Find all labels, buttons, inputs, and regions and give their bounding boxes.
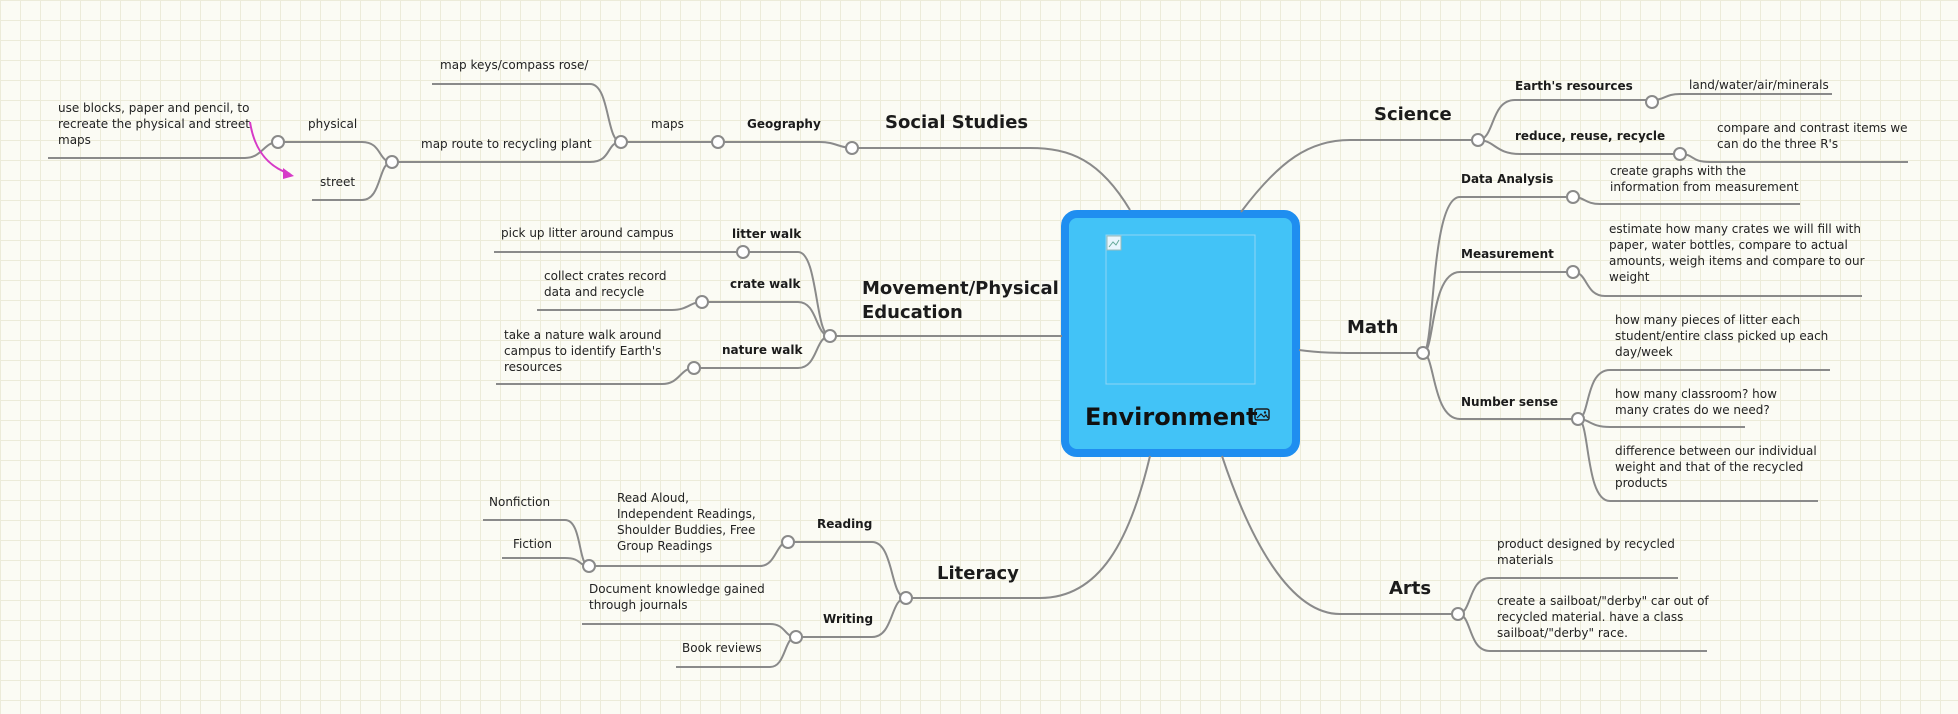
nonfiction-leaf: Nonfiction: [489, 495, 550, 509]
reading-label: Reading: [817, 517, 872, 531]
center-image-placeholder: [1105, 234, 1256, 385]
maps-label: maps: [651, 117, 684, 131]
science-knob[interactable]: [1471, 133, 1485, 147]
number-sense-leaf-3: difference between our individual weight…: [1615, 444, 1821, 490]
reading-genre-knob[interactable]: [582, 559, 596, 573]
math-knob[interactable]: [1416, 346, 1430, 360]
number-sense-leaf-1: how many pieces of litter each student/e…: [1615, 313, 1832, 359]
fiction-leaf: Fiction: [513, 537, 552, 551]
litter-walk-knob[interactable]: [736, 245, 750, 259]
measurement-label: Measurement: [1461, 247, 1554, 261]
connector-math: [1298, 349, 1423, 354]
social-studies-knob[interactable]: [845, 141, 859, 155]
earth-resources-label: Earth's resources: [1515, 79, 1633, 93]
nature-walk-label: nature walk: [722, 343, 803, 357]
center-node[interactable]: Environment: [1061, 210, 1300, 457]
connector-science: [1240, 139, 1478, 213]
branch-literacy[interactable]: Literacy Reading Read Aloud, Independent…: [483, 491, 1019, 668]
crate-walk-leaf: collect crates record data and recycle: [544, 269, 670, 299]
maps-knob[interactable]: [614, 135, 628, 149]
litter-walk-label: litter walk: [732, 227, 802, 241]
rrr-leaf: compare and contrast items we can do the…: [1717, 121, 1911, 151]
arts-knob[interactable]: [1451, 607, 1465, 621]
rrr-leaf-connector: [1679, 153, 1908, 163]
route-fork: [278, 141, 393, 201]
data-analysis-leaf: create graphs with the information from …: [1610, 164, 1799, 194]
nature-walk-leaf: take a nature walk around campus to iden…: [504, 328, 665, 374]
litter-walk-leaf: pick up litter around campus: [501, 226, 674, 240]
branch-arts[interactable]: Arts product designed by recycled materi…: [1389, 537, 1712, 652]
physical-knob[interactable]: [271, 135, 285, 149]
arts-label: Arts: [1389, 578, 1431, 599]
number-sense-leaf-2: how many classroom? how many crates do w…: [1615, 387, 1781, 417]
science-label: Science: [1374, 104, 1452, 125]
data-analysis-label: Data Analysis: [1461, 172, 1553, 186]
arts-leaf-1: product designed by recycled materials: [1497, 537, 1679, 567]
book-reviews-leaf: Book reviews: [682, 641, 762, 655]
branch-math[interactable]: Math Data Analysis create graphs with th…: [1347, 164, 1868, 502]
data-leaf-connector: [1572, 196, 1800, 205]
center-label: Environment: [1085, 403, 1258, 431]
street-leaf: street: [320, 175, 355, 189]
map-keys-leaf: map keys/compass rose/: [440, 58, 589, 72]
number-sense-knob[interactable]: [1571, 412, 1585, 426]
literacy-label: Literacy: [937, 563, 1019, 584]
geography-label: Geography: [747, 117, 821, 131]
reading-knob[interactable]: [781, 535, 795, 549]
measurement-knob[interactable]: [1566, 265, 1580, 279]
branch-movement[interactable]: Movement/Physical Education litter walk …: [494, 226, 1065, 385]
reading-leaf: Read Aloud, Independent Readings, Should…: [617, 491, 759, 553]
map-route-leaf: map route to recycling plant: [421, 137, 592, 151]
literacy-knob[interactable]: [899, 591, 913, 605]
map-route-knob[interactable]: [385, 155, 399, 169]
crate-leaf-connector: [537, 301, 703, 311]
data-analysis-knob[interactable]: [1566, 190, 1580, 204]
geography-connector: [718, 141, 853, 149]
broken-image-icon: [1106, 235, 1122, 251]
math-fork: [1422, 196, 1578, 420]
writing-label: Writing: [823, 612, 873, 626]
writing-leaf: Document knowledge gained through journa…: [589, 582, 769, 612]
crate-walk-knob[interactable]: [695, 295, 709, 309]
branch-social-studies[interactable]: Social Studies Geography maps map keys/c…: [48, 58, 1028, 201]
geography-knob[interactable]: [711, 135, 725, 149]
measurement-leaf: estimate how many crates we will fill wi…: [1609, 222, 1868, 284]
arts-leaf-2: create a sailboat/"derby" car out of rec…: [1497, 594, 1712, 640]
rrr-knob[interactable]: [1673, 147, 1687, 161]
writing-knob[interactable]: [789, 630, 803, 644]
center-node-box[interactable]: [1061, 210, 1300, 457]
physical-leaf: physical: [308, 117, 357, 131]
earth-resources-leaf: land/water/air/minerals: [1689, 78, 1829, 92]
earth-resources-knob[interactable]: [1645, 95, 1659, 109]
rrr-label: reduce, reuse, recycle: [1515, 129, 1665, 143]
number-sense-label: Number sense: [1461, 395, 1558, 409]
social-studies-label: Social Studies: [885, 112, 1028, 133]
relationship-arrow[interactable]: [249, 121, 294, 179]
connector-arts: [1221, 455, 1458, 615]
math-label: Math: [1347, 317, 1398, 338]
connector-social: [852, 147, 1131, 211]
nature-walk-knob[interactable]: [687, 361, 701, 375]
blocks-note-leaf: use blocks, paper and pencil, to recreat…: [58, 101, 254, 147]
movement-knob[interactable]: [823, 329, 837, 343]
connector-literacy: [906, 455, 1151, 599]
branch-science[interactable]: Science Earth's resources land/water/air…: [1374, 78, 1911, 163]
image-icon[interactable]: [1254, 408, 1270, 421]
movement-label: Movement/Physical Education: [862, 278, 1065, 323]
crate-walk-label: crate walk: [730, 277, 801, 291]
earth-leaf-connector: [1651, 93, 1832, 101]
